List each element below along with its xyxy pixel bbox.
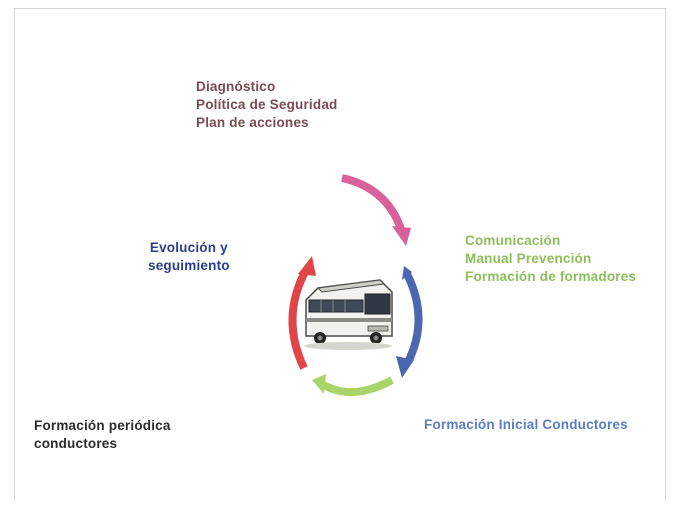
- stage-communication-line-1: Comunicación: [465, 233, 561, 248]
- stage-periodic-training-line-2: conductores: [34, 436, 118, 451]
- arrow-blue: [396, 266, 423, 378]
- stage-periodic-training-line-1: Formación periódica: [34, 418, 171, 433]
- arrow-red: [288, 256, 316, 370]
- stage-communication-label: Comunicación Manual Prevención Formación…: [465, 232, 636, 286]
- stage-periodic-training-label: Formación periódica conductores: [34, 417, 171, 453]
- diagram-frame: [14, 8, 666, 500]
- stage-initial-training-label: Formación Inicial Conductores: [424, 416, 628, 434]
- stage-plan-line-1: Diagnóstico: [196, 79, 276, 94]
- stage-plan-line-2: Política de Seguridad: [196, 97, 338, 112]
- stage-evolution-line-2: seguimiento: [148, 258, 230, 273]
- stage-plan-line-3: Plan de acciones: [196, 115, 309, 130]
- arrow-pink: [341, 174, 411, 246]
- stage-communication-line-3: Formación de formadores: [465, 269, 637, 284]
- bus-icon: [304, 279, 393, 350]
- stage-evolution-line-1: Evolución y: [149, 240, 228, 255]
- stage-communication-line-2: Manual Prevención: [465, 251, 592, 266]
- stage-initial-training-line-1: Formación Inicial Conductores: [424, 417, 628, 432]
- arrow-green: [312, 374, 394, 397]
- stage-evolution-label: Evolución y seguimiento: [148, 239, 230, 275]
- stage-plan-label: Diagnóstico Política de Seguridad Plan d…: [196, 78, 337, 132]
